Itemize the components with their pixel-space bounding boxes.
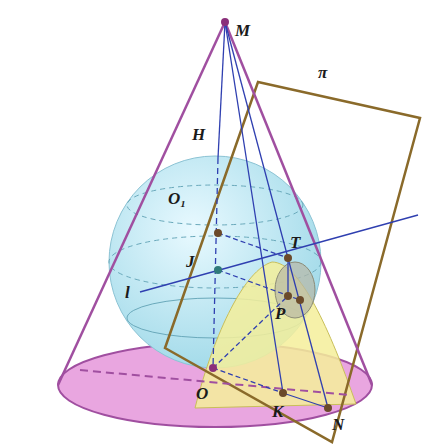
point-label: T [290, 234, 300, 251]
point-label: M [235, 22, 250, 39]
center-label: O₁ [168, 190, 186, 207]
point-label: P [275, 305, 285, 322]
plane-label: π [318, 64, 327, 81]
point-label: K [272, 403, 283, 420]
cone-label: H [192, 126, 205, 143]
point-label: N [332, 416, 344, 433]
point-label: J [186, 253, 195, 270]
point-label: O [196, 385, 208, 402]
line-label: l [125, 284, 130, 301]
